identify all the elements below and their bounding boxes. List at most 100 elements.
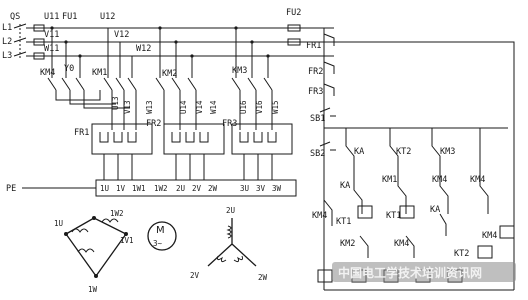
km1-label: KM1 <box>92 68 107 78</box>
ka2-contact <box>353 170 363 214</box>
fu1-fuse-1 <box>33 24 45 32</box>
kt2-contact <box>389 128 399 170</box>
ka3-contact <box>439 213 447 236</box>
control-rails <box>300 27 515 290</box>
watermark: 中国电工学技术培训资讯网 <box>332 262 516 282</box>
km1-to-fr1 <box>111 90 137 130</box>
node-u14-label: U14 <box>179 100 188 114</box>
ctrl-kt2b-label: KT2 <box>454 249 469 259</box>
fr3-outputs <box>243 154 273 180</box>
terminal-1v: 1V <box>116 184 126 193</box>
fr3-label: FR3 <box>222 119 237 129</box>
ka-contact <box>345 128 355 170</box>
bus-w12-label: W12 <box>136 44 151 54</box>
ctrl-ka3-label: KA <box>430 205 440 215</box>
motor-phase-label: 3~ <box>153 239 163 248</box>
ctrl-fr1-contact <box>323 33 335 46</box>
km3-contact <box>431 128 441 170</box>
fr1-outputs <box>103 154 133 180</box>
fr3-box <box>231 123 293 155</box>
km4-crossover <box>55 90 130 109</box>
ctrl-km4e-label: KM4 <box>482 231 497 241</box>
terminal-dot <box>94 274 98 278</box>
km1-contacts <box>103 77 137 91</box>
ctrl-ka2-label: KA <box>340 181 350 191</box>
winding-1u-label: 1U <box>54 219 63 228</box>
fr1-label: FR1 <box>74 128 89 138</box>
motor-symbol <box>147 221 177 251</box>
ctrl-fr2-contact <box>323 61 335 74</box>
winding-coil <box>77 248 95 253</box>
terminal-dot <box>64 232 68 236</box>
fr3-elements <box>239 132 277 143</box>
ctrl-kt1b-label: KT1 <box>386 211 401 221</box>
terminal-2v: 2V <box>192 184 202 193</box>
km4-contacts <box>47 77 85 91</box>
drops-km1 <box>107 28 133 78</box>
winding-1w-label: 1W <box>88 285 98 294</box>
bus-v12-label: V12 <box>114 30 129 40</box>
terminal-3v: 3V <box>256 184 266 193</box>
fu2-label: FU2 <box>286 8 301 18</box>
km4d-contact <box>439 170 449 214</box>
winding-coil <box>217 255 227 263</box>
terminal-section: PE 1U 1V 1W1 1W2 2U 2V 2W 3U 3V 3W <box>6 179 297 197</box>
watermark-text: 中国电工学技术培训资讯网 <box>338 265 482 280</box>
fr2-elements <box>171 132 209 143</box>
km4b-contact <box>405 235 415 258</box>
y0-label: Y0 <box>64 64 74 74</box>
terminal-dot <box>124 232 128 236</box>
ctrl-ka-label: KA <box>354 147 364 157</box>
line-l1-label: L1 <box>2 23 12 33</box>
winding-2u-label: 2U <box>226 206 235 215</box>
ctrl-fr3-contact <box>323 83 335 96</box>
ctrl-sb2-label: SB2 <box>310 149 325 159</box>
winding-1v1-label: 1V1 <box>120 236 134 245</box>
fr1-elements <box>99 132 137 143</box>
bus-u11-label: U11 <box>44 12 59 22</box>
node-v14-label: V14 <box>195 100 204 114</box>
ctrl-kt1-label: KT1 <box>336 217 351 227</box>
kt1-coil <box>357 205 373 219</box>
winding-coil <box>233 255 243 263</box>
winding-2w-label: 2W <box>258 273 268 282</box>
fu1-fuse-2 <box>33 38 45 46</box>
terminal-1w2: 1W2 <box>154 184 168 193</box>
node-v16-label: V16 <box>255 100 264 114</box>
delta-winding <box>65 217 127 278</box>
terminal-2u: 2U <box>176 184 185 193</box>
node-u16-label: U16 <box>239 100 248 114</box>
km3-label: KM3 <box>232 66 247 76</box>
drops-km3 <box>235 28 269 78</box>
km4-label: KM4 <box>40 68 55 78</box>
fr2-label: FR2 <box>146 119 161 129</box>
kt2-coil <box>477 245 493 259</box>
fr2-outputs <box>175 154 205 180</box>
drops-km2 <box>159 28 193 78</box>
drops-km4 <box>51 28 81 78</box>
fr2-box <box>163 123 225 155</box>
bus-u12-label: U12 <box>100 12 115 22</box>
kt1b-coil <box>399 205 415 219</box>
pe-label: PE <box>6 184 16 194</box>
node-u13-label: U13 <box>111 96 120 110</box>
ctrl-km4c-label: KM4 <box>470 175 485 185</box>
ctrl-kt2-label: KT2 <box>396 147 411 157</box>
thermal-relay-section: FR1 FR2 FR3 <box>74 119 293 180</box>
node-w15-label: W15 <box>271 100 280 114</box>
ka-coil <box>317 269 333 283</box>
node-w13-label: W13 <box>145 100 154 114</box>
star-winding <box>207 218 257 267</box>
control-section: FR1 FR2 FR3 SB1 SB2 KA KT2 KM3 KA KM1 KM… <box>300 27 515 291</box>
km2-to-fr2 <box>163 90 197 130</box>
sb1-button <box>319 107 336 117</box>
motor-label: M <box>156 225 165 236</box>
winding-coil <box>226 225 232 239</box>
km1-contact <box>397 170 407 214</box>
km2-contacts <box>155 77 197 91</box>
ctrl-fr2-label: FR2 <box>308 67 323 77</box>
km2-contact <box>359 235 369 258</box>
sb2-button <box>319 141 336 151</box>
km4-contact <box>323 199 333 226</box>
